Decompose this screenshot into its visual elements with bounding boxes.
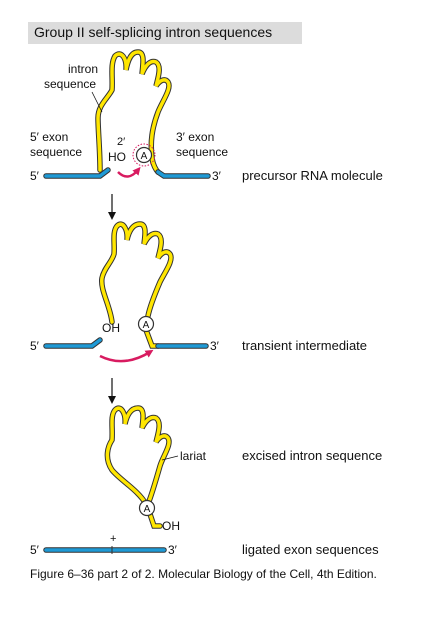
adenosine-node-3: A (138, 499, 156, 517)
attack-arrow-2 (99, 349, 154, 363)
plus-sign: + (110, 533, 116, 545)
adenosine-label-1: A (141, 151, 148, 162)
two-prime-label: 2′ (117, 136, 125, 148)
figure-title: Group II self-splicing intron sequences (34, 24, 273, 40)
exon5-label-line2: sequence (30, 145, 82, 159)
adenosine-label-2: A (143, 320, 150, 331)
intron-label-line2: sequence (44, 77, 96, 91)
title-background (28, 22, 302, 44)
intron-pointer (91, 91, 103, 113)
lariat-label: lariat (180, 449, 207, 463)
adenosine-label-3: A (144, 504, 151, 515)
end3-label-1: 3′ (212, 169, 222, 183)
end5-label-1: 5′ (30, 169, 40, 183)
exon5-label-line1: 5′ exon (30, 130, 68, 144)
ligated-description: ligated exon sequences (242, 542, 379, 557)
step3-description: excised intron sequence (242, 448, 382, 463)
intron-hand-1-fill (96, 50, 171, 174)
exon3-label-line2: sequence (176, 145, 228, 159)
lariat (105, 406, 171, 506)
exon5-bar-2 (44, 338, 102, 348)
end5-label-2: 5′ (30, 339, 40, 353)
exon5-bar-1 (44, 168, 110, 178)
intron-hand-2 (100, 222, 173, 324)
figure-caption: Figure 6–36 part 2 of 2. Molecular Biolo… (30, 567, 377, 581)
panel-intermediate: A OH 5′ 3′ transient intermediate (30, 221, 367, 363)
end5-label-3: 5′ (30, 543, 40, 557)
oh-label-3: OH (162, 519, 180, 533)
step1-description: precursor RNA molecule (242, 168, 383, 183)
adenosine-node-1: A (132, 143, 156, 167)
ho-label: HO (108, 150, 126, 164)
adenosine-node-2: A (137, 315, 155, 333)
oh-label-2: OH (102, 321, 120, 335)
lariat-pointer (161, 455, 179, 461)
end3-label-2: 3′ (210, 339, 220, 353)
end3-label-3: 3′ (168, 543, 178, 557)
intron-label-line1: intron (68, 62, 98, 76)
panel-precursor: A intron sequence 5′ exon sequence 2′ HO… (30, 49, 383, 183)
exon3-label-line1: 3′ exon (176, 130, 214, 144)
lariat-tail (148, 512, 162, 528)
step2-description: transient intermediate (242, 338, 367, 353)
attack-arrow-1 (117, 166, 141, 178)
panel-excised: A lariat excised intron sequence OH + 5′… (30, 405, 382, 557)
exon3-bar-1 (156, 170, 210, 178)
